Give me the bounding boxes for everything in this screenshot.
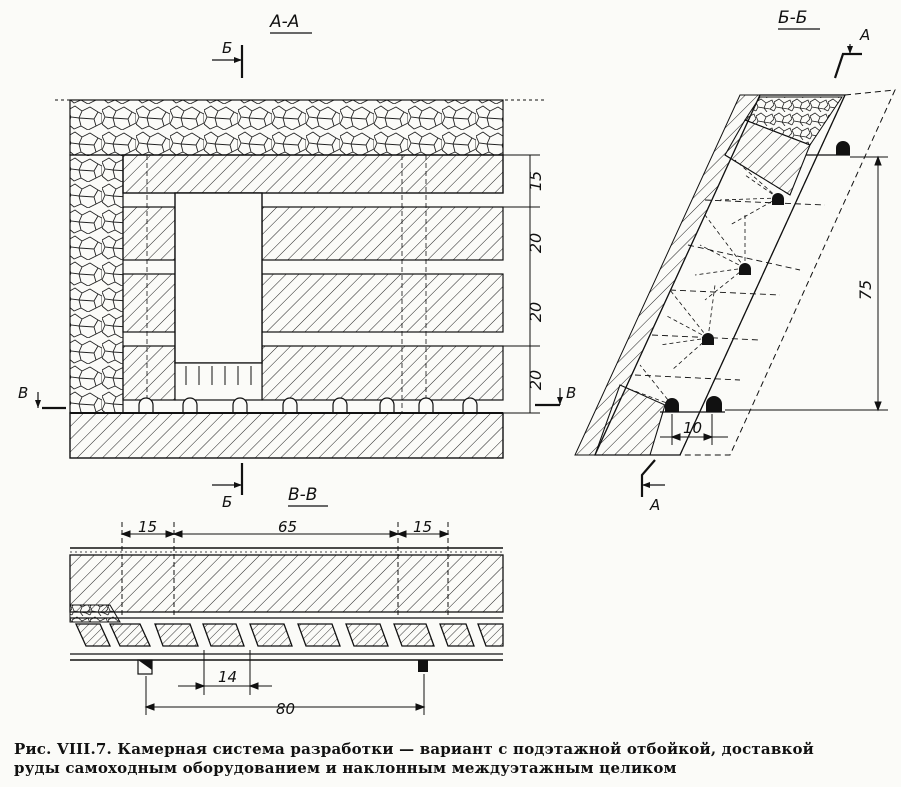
dim-aa-20a: 20 [526, 233, 545, 253]
dim-aa-20c: 20 [526, 370, 545, 390]
draw-points [74, 623, 504, 647]
dim-bb-width-line [660, 414, 728, 445]
dim-vv-80: 80 [276, 700, 295, 718]
dims-vv-bottom [144, 650, 426, 715]
dim-aa-20b: 20 [526, 302, 545, 322]
marker-b-bottom: Б [222, 493, 232, 511]
dim-bb-75: 75 [856, 280, 875, 300]
drifts-aa [138, 397, 478, 414]
marker-a-top: А [859, 26, 870, 44]
marker-v-left: В [18, 384, 28, 402]
sill-pillar [69, 412, 504, 459]
marker-a-bottom: А [649, 496, 660, 514]
dim-vv-15a: 15 [138, 518, 157, 536]
section-aa: А-А Б [18, 12, 576, 511]
dim-bb-height-line [725, 155, 888, 412]
dim-vv-14: 14 [218, 668, 237, 686]
section-bb: Б-Б А [574, 8, 896, 514]
dim-aa-15: 15 [526, 171, 545, 191]
section-vv: В-В 15 65 15 [69, 485, 504, 718]
dim-vv-15b: 15 [413, 518, 432, 536]
section-bb-title: Б-Б [778, 8, 807, 28]
caved-rock-left [69, 154, 124, 414]
drifts-bb [665, 141, 850, 412]
dim-bb-10: 10 [683, 419, 702, 437]
figure-caption: Рис. VIII.7. Камерная система разработки… [14, 740, 894, 778]
pillar-plan [69, 554, 504, 613]
caved-rock-top [69, 99, 504, 156]
marker-b-top: Б [222, 39, 232, 57]
crown-pillar [122, 154, 504, 194]
marker-v-right: В [566, 384, 576, 402]
caption-line-1: Рис. VIII.7. Камерная система разработки… [14, 740, 815, 758]
dims-aa [503, 154, 540, 414]
open-stope [174, 192, 263, 364]
section-vv-title: В-В [288, 485, 317, 505]
section-aa-title: А-А [269, 12, 299, 32]
caption-line-2: руды самоходным оборудованием и наклонны… [14, 759, 677, 777]
dim-vv-65: 65 [278, 518, 297, 536]
